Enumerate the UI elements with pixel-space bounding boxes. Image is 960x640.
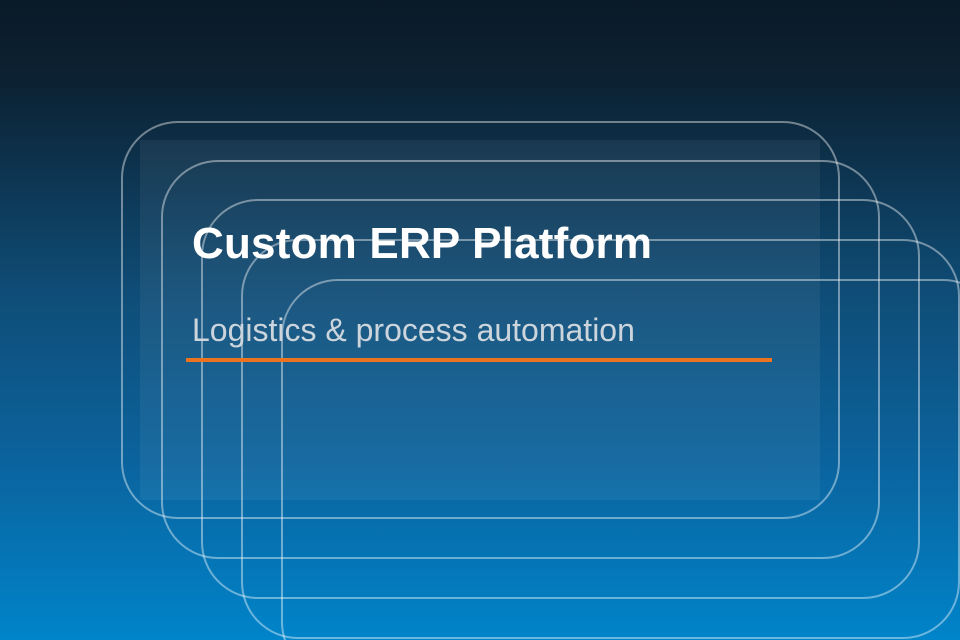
slide-title: Custom ERP Platform — [192, 219, 653, 268]
slide-subtitle: Logistics & process automation — [192, 312, 635, 348]
cascade-frame-3 — [201, 199, 920, 599]
accent-underline — [186, 358, 772, 362]
cascade-frame-4 — [241, 239, 960, 639]
cascade-frame-5 — [281, 279, 960, 640]
title-panel — [140, 140, 820, 500]
cascade-frame-1 — [121, 121, 840, 519]
cascade-frame-2 — [161, 160, 880, 559]
